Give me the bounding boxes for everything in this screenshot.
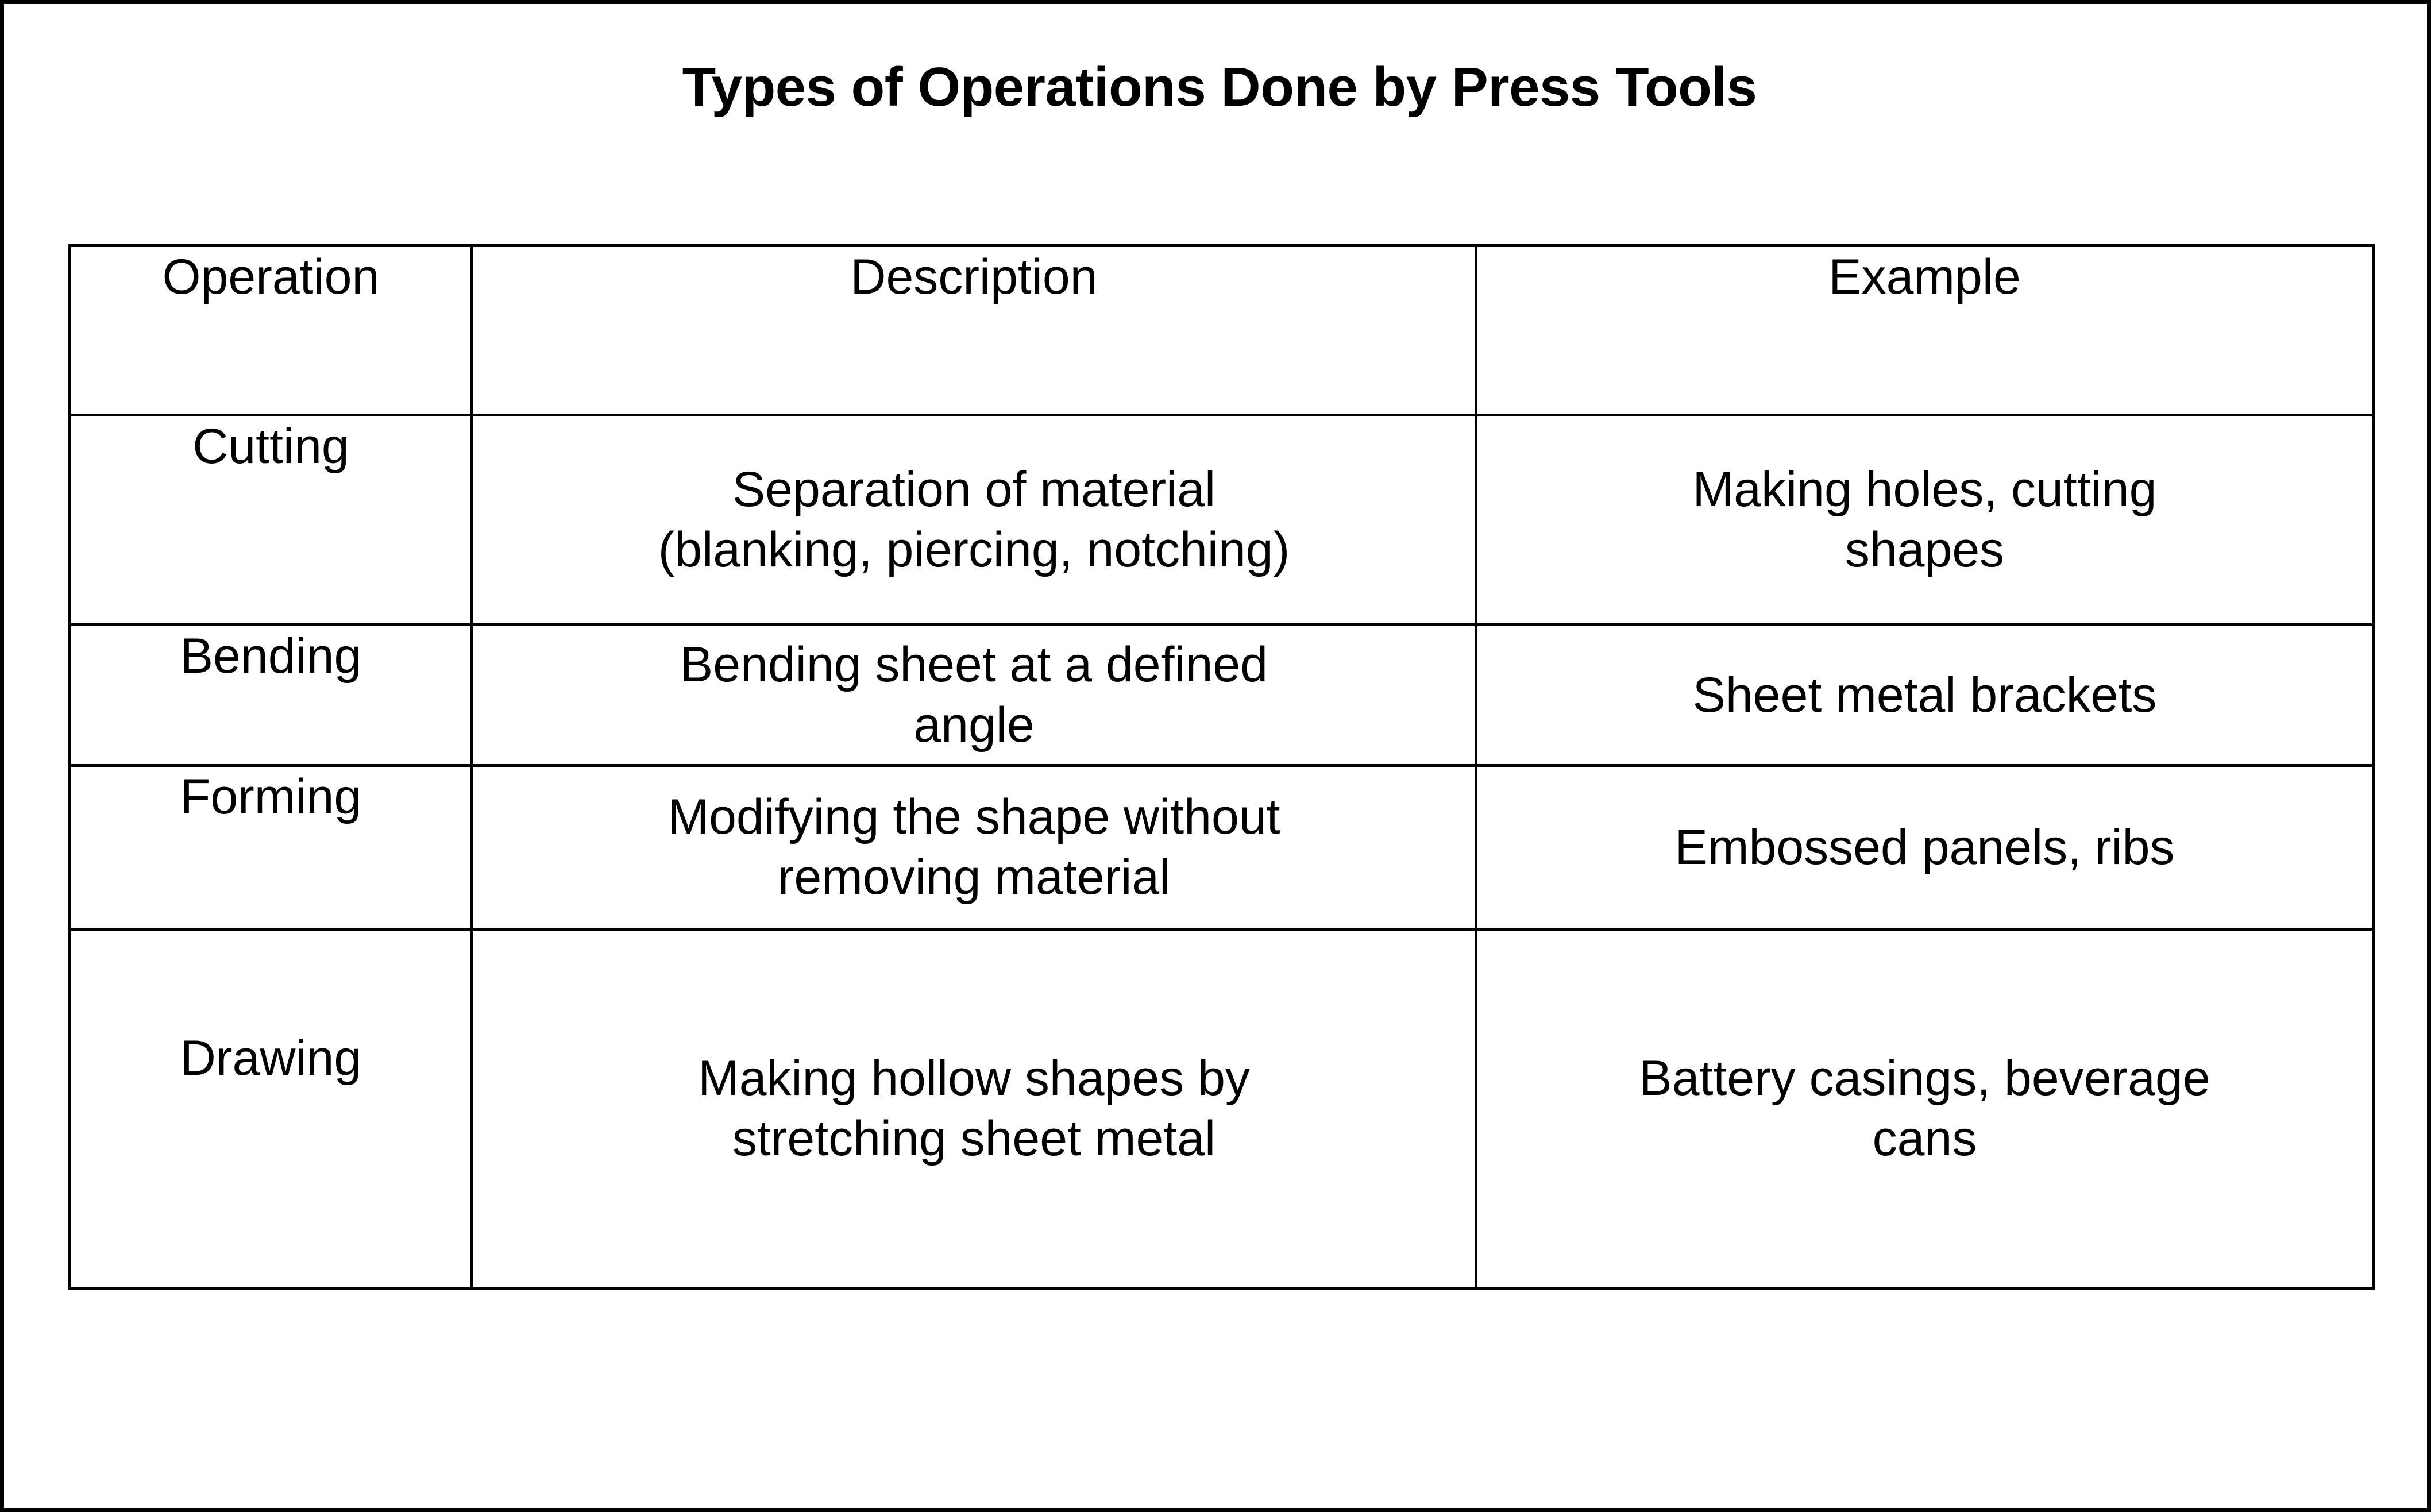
description-line: Bending sheet at a defined <box>680 637 1268 693</box>
cell-example-bending: Sheet metal brackets <box>1475 623 2375 767</box>
page-title: Types of Operations Done by Press Tools <box>682 56 1757 118</box>
description-line: angle <box>913 697 1035 753</box>
table-header-row: Operation Description Example <box>68 244 2375 416</box>
column-header-description: Description <box>470 244 1477 416</box>
cell-example-cutting: Making holes, cutting shapes <box>1475 414 2375 626</box>
table-row: Drawing Making hollow shapes by stretchi… <box>68 928 2375 1290</box>
example-line: Sheet metal brackets <box>1692 667 2157 723</box>
description-line: (blanking, piercing, notching) <box>658 522 1290 577</box>
example-line: shapes <box>1845 522 2005 577</box>
column-header-operation: Operation <box>68 244 473 416</box>
cell-operation-forming: Forming <box>68 764 473 931</box>
cell-operation-cutting: Cutting <box>68 414 473 626</box>
example-line: cans <box>1872 1111 1977 1166</box>
table-row: Forming Modifying the shape without remo… <box>68 764 2375 931</box>
description-line: Modifying the shape without <box>667 789 1280 845</box>
description-line: Separation of material <box>732 462 1216 518</box>
description-line: stretching sheet metal <box>732 1111 1216 1166</box>
cell-description-cutting: Separation of material (blanking, pierci… <box>470 414 1477 626</box>
cell-description-bending: Bending sheet at a defined angle <box>470 623 1477 767</box>
table-row: Cutting Separation of material (blanking… <box>68 414 2375 626</box>
column-header-example: Example <box>1475 244 2375 416</box>
table-row: Bending Bending sheet at a defined angle… <box>68 623 2375 767</box>
cell-example-drawing: Battery casings, beverage cans <box>1475 928 2375 1290</box>
example-line: Embossed panels, ribs <box>1674 819 2175 875</box>
description-line: Making hollow shapes by <box>698 1051 1250 1106</box>
cell-description-forming: Modifying the shape without removing mat… <box>470 764 1477 931</box>
cell-example-forming: Embossed panels, ribs <box>1475 764 2375 931</box>
cell-operation-drawing: Drawing <box>68 928 473 1290</box>
cell-operation-bending: Bending <box>68 623 473 767</box>
press-tool-operations-table: Operation Description Example Cutting Se… <box>68 244 2375 1290</box>
example-line: Battery casings, beverage <box>1639 1051 2210 1106</box>
example-line: Making holes, cutting <box>1692 462 2157 518</box>
description-line: removing material <box>777 850 1171 905</box>
cell-description-drawing: Making hollow shapes by stretching sheet… <box>470 928 1477 1290</box>
